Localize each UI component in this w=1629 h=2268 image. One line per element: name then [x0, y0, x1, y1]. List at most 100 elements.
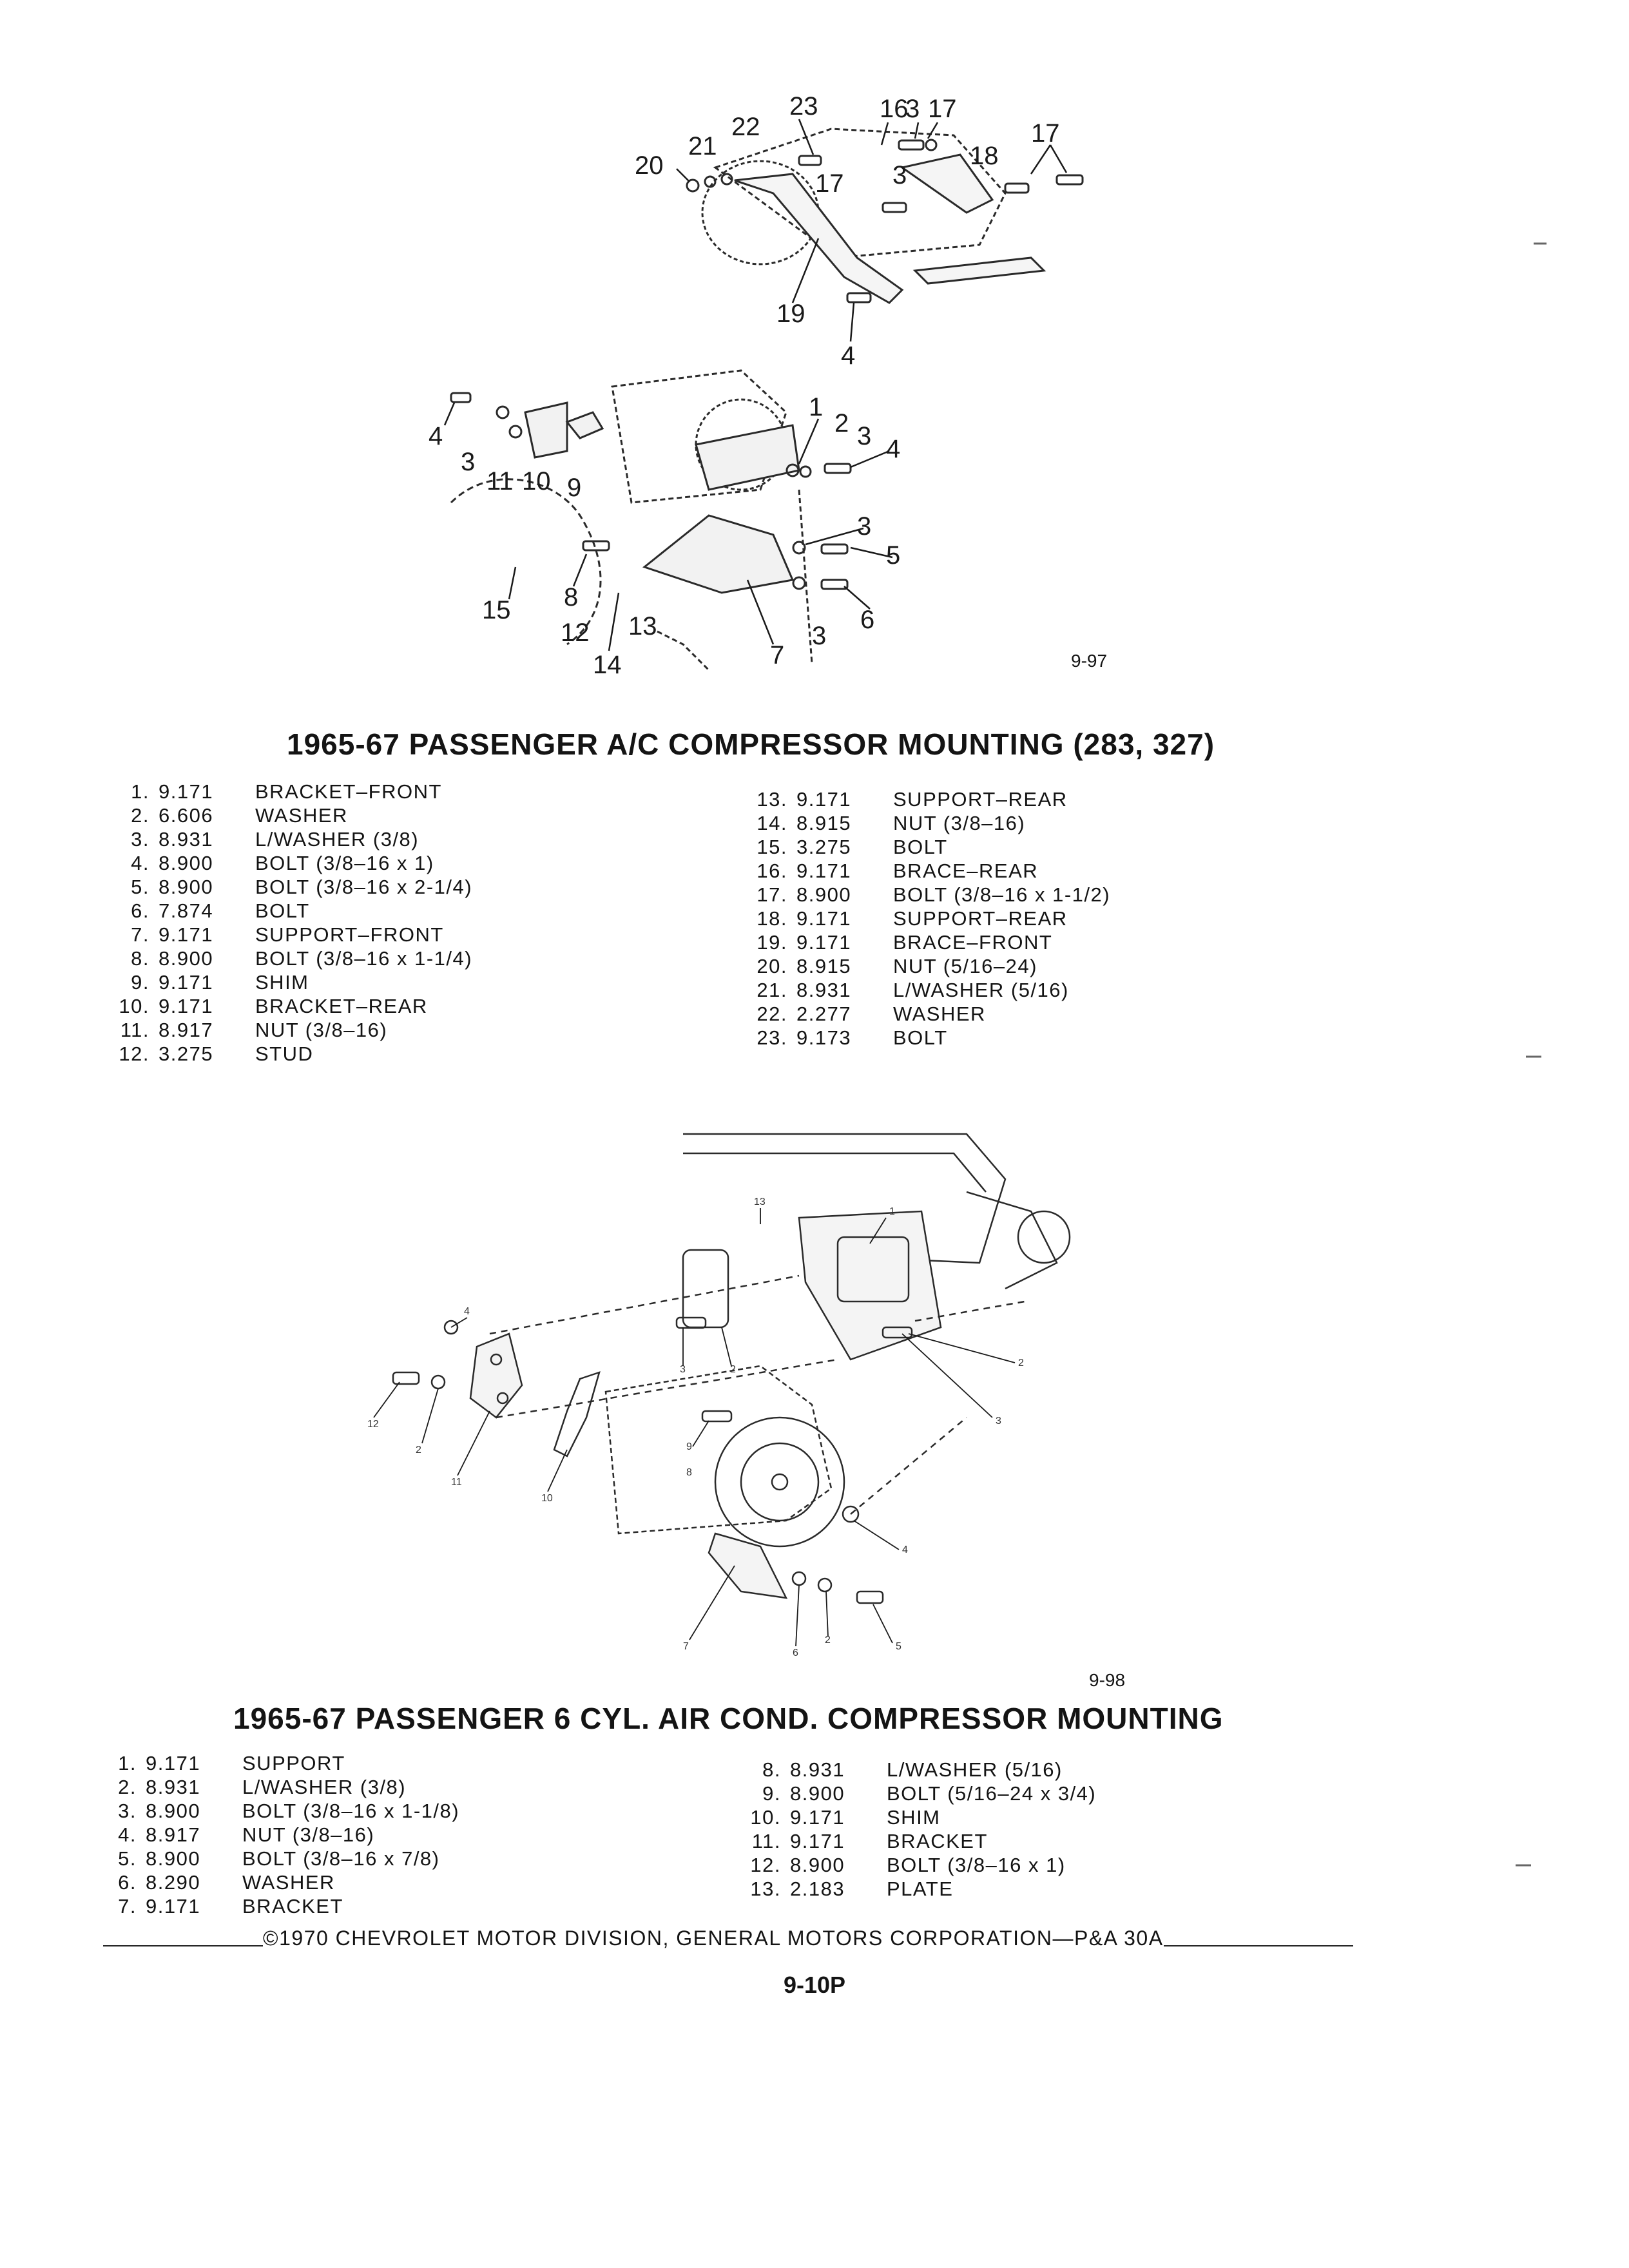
- svg-text:18: 18: [970, 142, 999, 170]
- svg-text:2: 2: [834, 409, 849, 437]
- svg-text:11: 11: [487, 467, 514, 495]
- figure-2-number: 9-98: [1089, 1670, 1126, 1690]
- svg-text:4: 4: [429, 422, 443, 450]
- svg-text:2: 2: [730, 1364, 736, 1375]
- svg-text:9: 9: [686, 1441, 692, 1452]
- svg-text:3: 3: [680, 1364, 686, 1375]
- svg-text:22: 22: [731, 113, 760, 141]
- svg-text:4: 4: [464, 1306, 470, 1317]
- fig1-callouts: 23 16 3 17 22 21 20 18 17 17 3 19 4 4 3 …: [429, 92, 1060, 679]
- fig1-lower-assembly: [450, 369, 852, 671]
- svg-text:3: 3: [905, 95, 920, 123]
- svg-text:1: 1: [809, 393, 823, 421]
- svg-text:23: 23: [789, 92, 818, 120]
- svg-text:3: 3: [857, 422, 871, 450]
- svg-text:19: 19: [776, 300, 805, 328]
- svg-text:4: 4: [886, 435, 900, 463]
- svg-text:2: 2: [825, 1635, 831, 1646]
- figure-2-title: 1965-67 PASSENGER 6 CYL. AIR COND. COMPR…: [233, 1702, 1224, 1735]
- svg-text:4: 4: [841, 341, 855, 370]
- svg-text:12: 12: [561, 619, 590, 647]
- svg-text:7: 7: [683, 1641, 689, 1652]
- page-number: 9-10P: [783, 1972, 846, 1998]
- svg-text:14: 14: [593, 651, 622, 679]
- svg-text:17: 17: [1031, 119, 1060, 148]
- fig1-upper-assembly: [686, 128, 1084, 304]
- svg-text:3: 3: [892, 161, 907, 189]
- svg-text:6: 6: [793, 1648, 798, 1658]
- svg-text:2: 2: [1018, 1358, 1024, 1369]
- fig2-callouts: 13 1 4 12 2 11 10 3 2 9 8 2 3 4 6 2 5 7: [367, 1196, 1024, 1658]
- copyright-text: ©1970 CHEVROLET MOTOR DIVISION, GENERAL …: [263, 1927, 1164, 1950]
- svg-text:3: 3: [812, 622, 826, 650]
- svg-text:5: 5: [896, 1641, 901, 1652]
- svg-text:2: 2: [416, 1445, 421, 1456]
- svg-text:13: 13: [628, 612, 657, 640]
- margin-marks: [1516, 242, 1547, 1867]
- svg-text:10: 10: [541, 1493, 553, 1504]
- svg-text:5: 5: [886, 541, 900, 570]
- svg-text:16: 16: [880, 95, 909, 123]
- svg-text:8: 8: [686, 1467, 692, 1478]
- svg-text:21: 21: [688, 132, 717, 160]
- figure-1-number: 9-97: [1071, 651, 1108, 671]
- svg-text:8: 8: [564, 583, 578, 611]
- copyright-footer: ©1970 CHEVROLET MOTOR DIVISION, GENERAL …: [103, 1927, 1353, 1950]
- svg-text:7: 7: [770, 641, 784, 669]
- svg-text:12: 12: [367, 1419, 379, 1430]
- svg-text:11: 11: [451, 1477, 462, 1488]
- svg-text:17: 17: [928, 95, 957, 123]
- svg-text:15: 15: [482, 596, 511, 624]
- svg-text:9: 9: [567, 474, 581, 502]
- fig2-leader-lines: [373, 1208, 1016, 1647]
- svg-text:6: 6: [860, 606, 874, 634]
- svg-text:4: 4: [902, 1544, 908, 1555]
- svg-text:13: 13: [754, 1196, 766, 1207]
- svg-text:10: 10: [522, 467, 551, 495]
- fig1-leader-lines: [443, 119, 1068, 651]
- svg-text:3: 3: [461, 448, 475, 476]
- svg-text:1: 1: [889, 1206, 895, 1217]
- svg-text:20: 20: [635, 151, 664, 180]
- svg-text:3: 3: [857, 512, 871, 541]
